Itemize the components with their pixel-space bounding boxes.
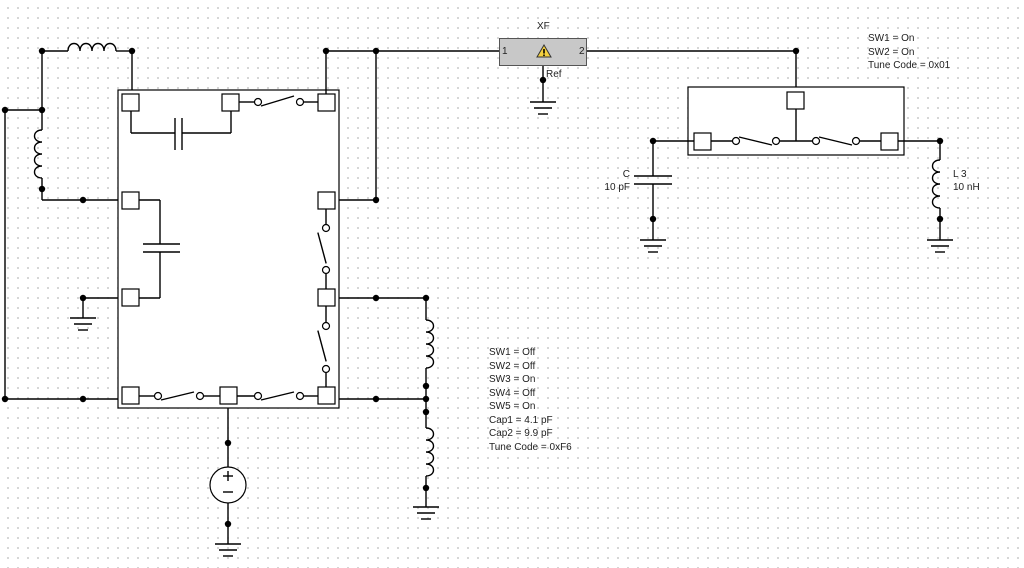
port-tm <box>221 93 240 112</box>
capacitor-c[interactable] <box>634 141 672 240</box>
switch-right-block-2[interactable] <box>811 136 882 146</box>
port-bm <box>219 386 238 405</box>
ground-icon <box>640 239 666 253</box>
port-rm <box>317 288 336 307</box>
tuner-block[interactable] <box>117 89 340 409</box>
status-top-line: SW1 = On <box>868 33 915 44</box>
switch-bottom-right[interactable] <box>237 391 318 401</box>
capacitor-c-value: 10 pF <box>604 182 630 193</box>
xf-pin2-label: 2 <box>579 46 585 57</box>
warning-triangle-icon <box>536 44 552 58</box>
switch-right-block-1[interactable] <box>711 136 812 146</box>
status-top: SW1 = On SW2 = On Tune Code = 0x01 <box>868 32 950 73</box>
capacitor-c-name: C <box>622 169 630 180</box>
port-right-top <box>786 91 805 110</box>
switch-top[interactable] <box>239 95 318 107</box>
ground-icon <box>530 101 556 115</box>
inductor-l3-name: L 3 <box>953 169 967 180</box>
port-ll <box>121 288 140 307</box>
port-bl <box>121 386 140 405</box>
inductor-top-left[interactable] <box>42 42 132 52</box>
xf-name-label: XF <box>537 21 550 32</box>
capacitor-cap1[interactable] <box>130 111 232 150</box>
status-main-line: Cap1 = 4.1 pF <box>489 414 553 426</box>
inductor-l3[interactable] <box>931 141 941 240</box>
status-main-line: SW1 = Off <box>489 347 536 358</box>
voltage-source-icon[interactable] <box>209 466 247 504</box>
port-ml <box>121 191 140 210</box>
status-main-line: SW3 = On <box>489 374 536 385</box>
status-main-line: SW5 = On <box>489 401 536 412</box>
inductor-l3-value: 10 nH <box>953 182 980 193</box>
switch-right-lower[interactable] <box>317 306 331 387</box>
port-right-left <box>693 132 712 151</box>
switch-right-upper[interactable] <box>317 209 331 289</box>
port-br <box>317 386 336 405</box>
ground-icon <box>70 317 96 331</box>
xf-ref-label: Ref <box>546 69 562 80</box>
xf-pin1-label: 1 <box>502 46 508 57</box>
port-tl <box>121 93 140 112</box>
port-tr <box>317 93 336 112</box>
ground-icon <box>215 543 241 557</box>
ground-icon <box>413 506 439 520</box>
ground-icon <box>927 239 953 253</box>
status-main-line: SW4 = Off <box>489 387 536 399</box>
status-main: SW1 = Off SW2 = Off SW3 = On SW4 = Off S… <box>489 346 572 454</box>
status-top-line: Tune Code = 0x01 <box>868 60 951 71</box>
capacitor-cap2[interactable] <box>139 199 180 299</box>
status-main-line: Tune Code = 0xF6 <box>489 441 572 453</box>
status-main-line: Cap2 = 9.9 pF <box>489 428 553 439</box>
switch-bottom-left[interactable] <box>139 391 220 401</box>
status-top-line: SW2 = On <box>868 46 915 58</box>
port-mr <box>317 191 336 210</box>
status-main-line: SW2 = Off <box>489 360 536 372</box>
port-right-right <box>880 132 899 151</box>
